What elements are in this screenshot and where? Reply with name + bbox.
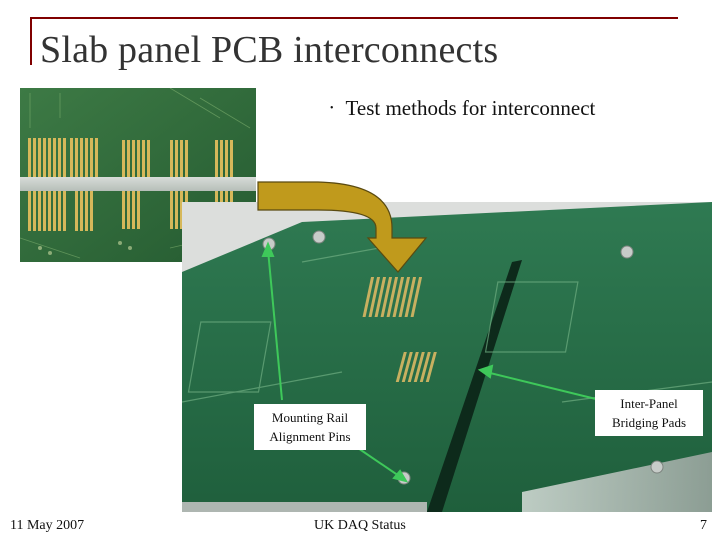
footer-title: UK DAQ Status [314,518,406,533]
footer-date: 11 May 2007 [10,518,85,533]
title-rule [30,17,678,19]
callout-line-1: Mounting Rail [271,410,349,425]
pcb-connector-pads-photo [20,88,256,262]
page-number: 7 [700,518,707,533]
bullet-glyph: • [330,102,334,114]
callout-bridging-pads: Inter-Panel Bridging Pads [595,390,703,436]
callout-line-2: Bridging Pads [611,415,687,430]
slide-title: Slab panel PCB interconnects [40,29,499,71]
bullet-text: Test methods for interconnect [345,96,596,120]
slab-panel-pcb-photo [182,202,712,512]
callout-line-1: Inter-Panel [620,396,678,411]
title-rule-vertical [30,17,32,65]
callout-mounting-rail: Mounting Rail Alignment Pins [254,404,366,450]
callout-line-2: Alignment Pins [269,429,351,444]
bullet-item: • Test methods for interconnect [330,96,595,121]
